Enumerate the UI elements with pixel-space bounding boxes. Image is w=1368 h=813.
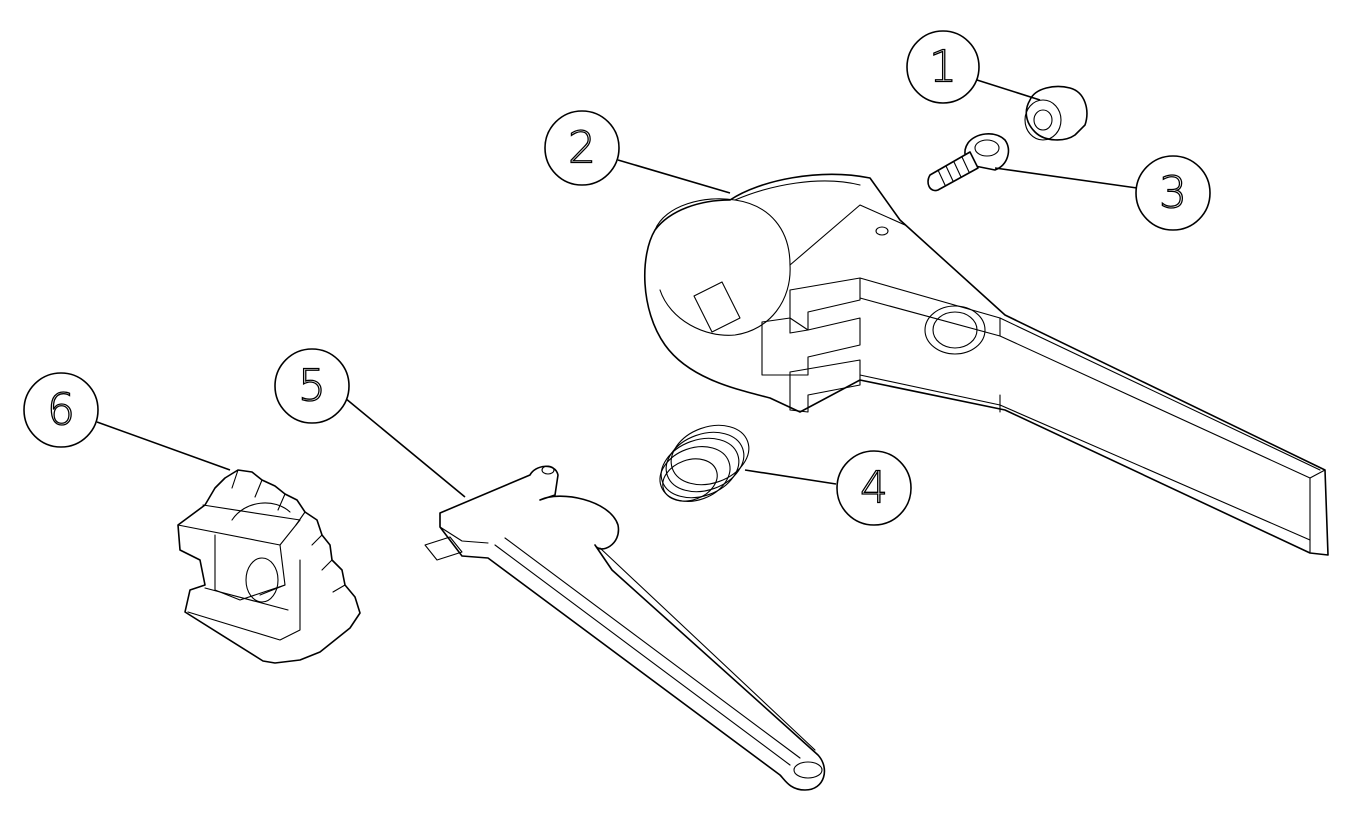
part-5-release-lever	[424, 465, 826, 791]
part-3-socket-head-screw	[927, 133, 1010, 192]
callout-2-label: 2	[568, 123, 596, 174]
leader-3	[994, 167, 1138, 189]
part-1-bushing	[1024, 85, 1088, 141]
callout-3-label: 3	[1159, 168, 1187, 219]
callout-5: 5	[274, 348, 350, 424]
callout-5-label: 5	[298, 361, 326, 412]
leader-4	[744, 469, 837, 485]
leader-6	[96, 421, 231, 471]
callout-1-label: 1	[929, 42, 957, 93]
leader-lines	[96, 79, 1138, 498]
callout-3: 3	[1135, 155, 1211, 231]
callout-2: 2	[544, 110, 620, 186]
callout-1: 1	[906, 30, 980, 104]
callout-4: 4	[836, 450, 912, 526]
part-6-gear-segment	[177, 469, 361, 664]
callout-4-label: 4	[860, 463, 888, 514]
part-2-lever-housing	[643, 173, 1329, 556]
leader-5	[344, 397, 466, 498]
callout-6: 6	[23, 372, 99, 448]
leader-1	[976, 79, 1041, 101]
part-4-coil-spring	[659, 424, 750, 502]
leader-2	[617, 159, 731, 194]
callout-6-label: 6	[47, 385, 75, 436]
